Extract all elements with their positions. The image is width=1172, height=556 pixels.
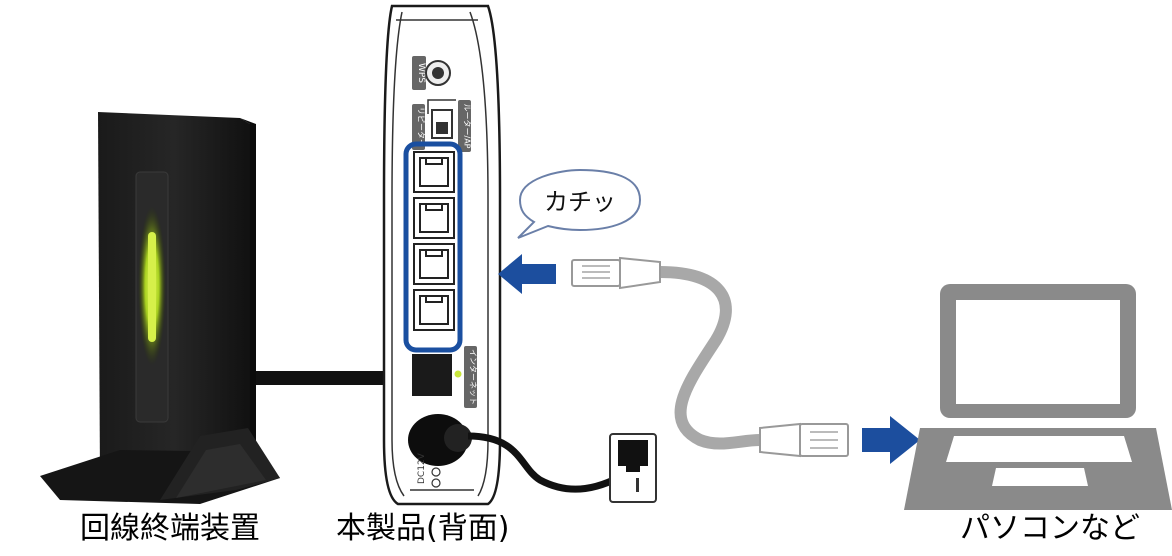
dc-label: DC12V — [417, 452, 427, 484]
lan-port — [413, 243, 455, 285]
router-caption: 本製品(背面) — [336, 511, 510, 546]
arrow-left — [498, 254, 556, 294]
internet-led — [454, 370, 462, 378]
onu-device — [40, 112, 280, 504]
internet-port — [412, 354, 452, 396]
mode-repeater-label: リピーター — [417, 107, 426, 147]
router-back-panel: WPS リピーター ルーター/AP — [382, 4, 502, 506]
lan-port — [413, 197, 455, 239]
lan-port — [413, 289, 455, 331]
wps-label: WPS — [416, 63, 426, 83]
arrow-right — [862, 416, 920, 464]
lan-port — [413, 151, 455, 193]
lan-ports-highlight — [403, 141, 463, 353]
internet-label: インターネット — [469, 349, 478, 405]
laptop-icon — [904, 284, 1172, 510]
onu-caption: 回線終端装置 — [80, 511, 260, 546]
lan-ports — [413, 151, 455, 331]
mode-router-ap-label: ルーター/AP — [463, 104, 472, 149]
wall-outlet — [609, 433, 657, 503]
pc-caption: パソコンなど — [960, 511, 1140, 546]
speech-text: カチッ — [544, 188, 616, 216]
power-cable — [467, 432, 634, 493]
ethernet-cable — [571, 256, 849, 458]
speech-bubble: カチッ — [517, 168, 642, 239]
